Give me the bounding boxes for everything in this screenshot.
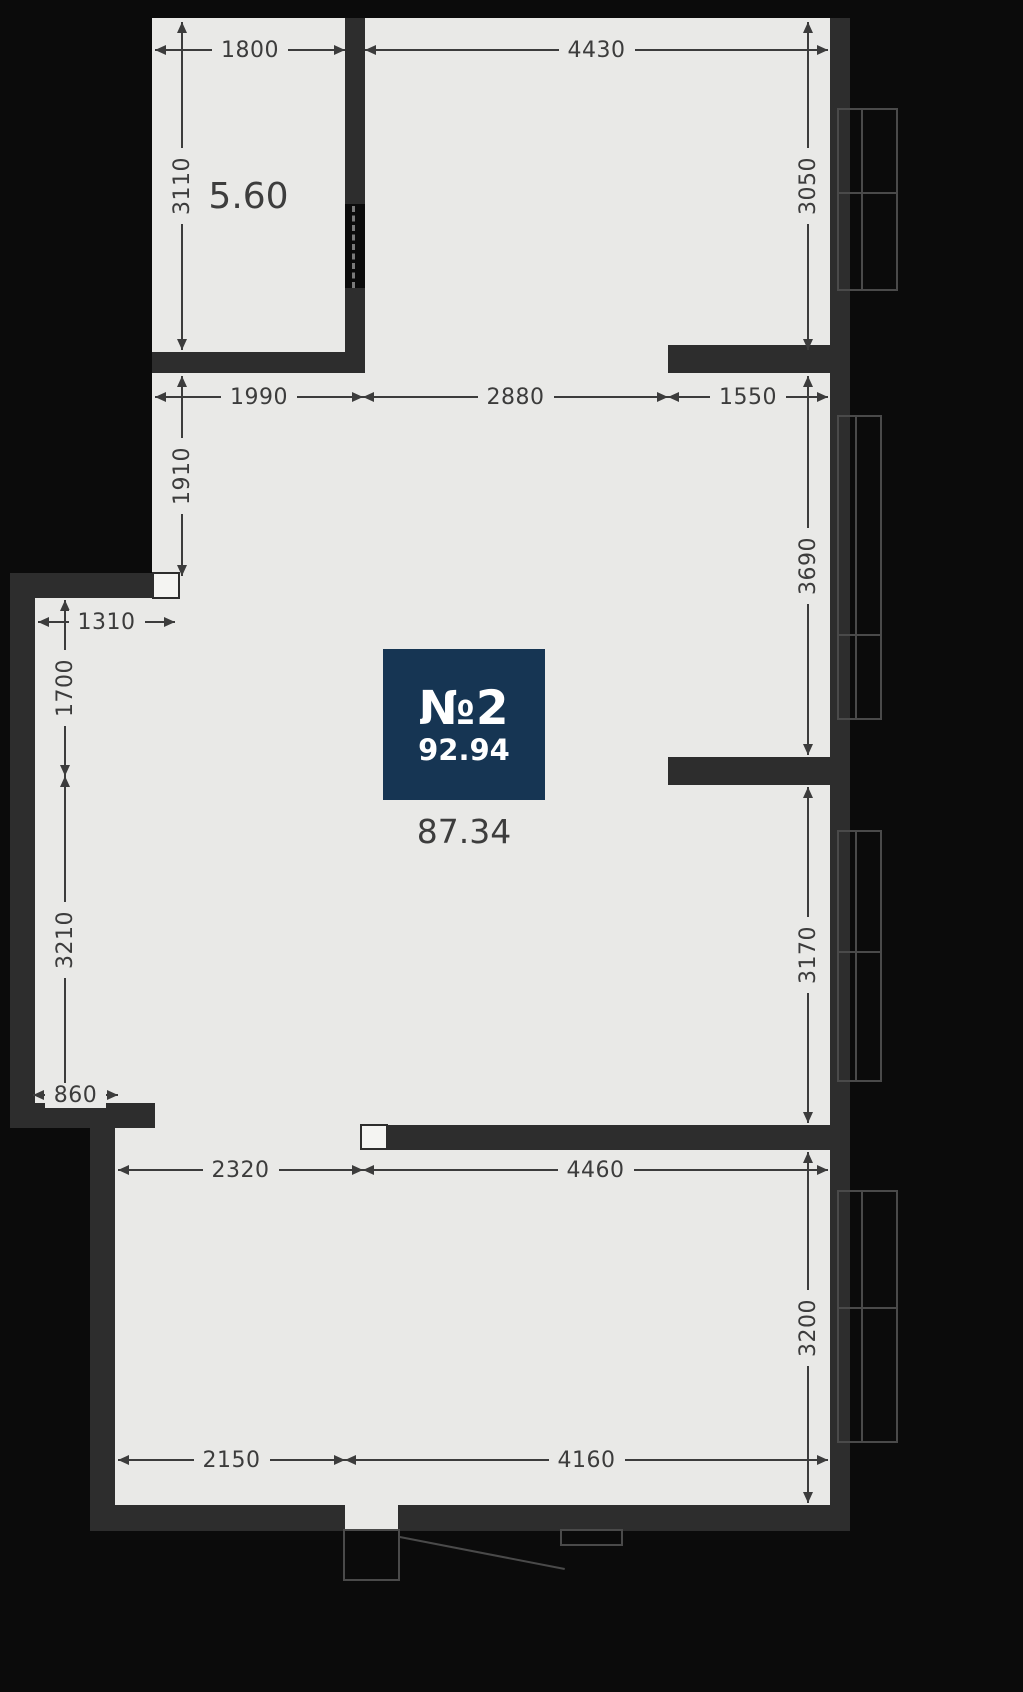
glazing-line <box>839 633 880 636</box>
wall <box>668 757 830 785</box>
entry-door <box>343 1529 400 1581</box>
glazing-line <box>855 832 858 1080</box>
dim-label: 3110 <box>169 148 195 224</box>
dim-860: 860 <box>33 1082 118 1108</box>
dim-label: 860 <box>44 1082 107 1108</box>
wall <box>388 1125 830 1150</box>
dim-label: 1310 <box>68 609 145 635</box>
dim-label: 1550 <box>710 384 786 410</box>
glazing-line <box>860 110 863 289</box>
dim-label: 1700 <box>52 650 78 726</box>
dim-2150: 2150 <box>118 1447 345 1473</box>
dim-2320: 2320 <box>118 1157 363 1183</box>
wall-bottom-outer <box>90 1505 830 1531</box>
window-glazing <box>560 1529 623 1546</box>
window-glazing <box>837 1190 898 1443</box>
window-glazing <box>837 415 882 720</box>
door-swing-line <box>399 1536 565 1571</box>
unit-total-area: 92.94 <box>418 732 510 767</box>
dim-label: 2880 <box>477 384 554 410</box>
dim-label: 2150 <box>193 1447 270 1473</box>
window-glazing <box>837 830 882 1082</box>
wall-left-outer <box>10 573 35 1128</box>
dim-3200: 3200 <box>793 1152 823 1503</box>
dim-label: 4430 <box>558 37 635 63</box>
dim-label: 1910 <box>169 438 195 514</box>
floor-room-bottom <box>115 1127 830 1507</box>
dim-label: 3690 <box>795 527 821 604</box>
dim-3050: 3050 <box>793 22 823 350</box>
wall-right-outer <box>830 18 850 1531</box>
dim-label: 4460 <box>557 1157 634 1183</box>
dim-4430: 4430 <box>365 37 828 63</box>
unit-number: №2 <box>418 680 510 736</box>
window-glazing <box>837 108 898 291</box>
dim-label: 3170 <box>795 917 821 993</box>
wall <box>345 288 365 373</box>
dim-label: 3210 <box>52 901 78 978</box>
dim-label: 1800 <box>212 37 288 63</box>
dim-label: 3200 <box>795 1289 821 1366</box>
balcony-door-dashed-line <box>352 206 355 288</box>
dim-3210: 3210 <box>50 776 80 1103</box>
dim-2880: 2880 <box>363 384 668 410</box>
dim-label: 1990 <box>221 384 297 410</box>
column-marker <box>360 1124 388 1150</box>
wall <box>152 352 365 373</box>
dim-3690: 3690 <box>793 376 823 755</box>
dim-4160: 4160 <box>345 1447 828 1473</box>
glazing-line <box>839 951 880 954</box>
dim-label: 4160 <box>548 1447 625 1473</box>
dim-1910: 1910 <box>167 376 197 576</box>
glazing-line <box>860 1192 863 1441</box>
dim-3170: 3170 <box>793 787 823 1123</box>
dim-4460: 4460 <box>363 1157 828 1183</box>
glazing-line <box>855 417 858 718</box>
dim-label: 2320 <box>202 1157 279 1183</box>
unit-badge: №2 92.94 <box>383 649 545 800</box>
column-marker <box>152 572 180 599</box>
glazing-line <box>839 1306 896 1309</box>
balcony-area-label: 5.60 <box>208 176 289 217</box>
wall <box>90 1128 115 1531</box>
glazing-line <box>839 192 896 195</box>
dim-label: 3050 <box>795 148 821 224</box>
living-area-label: 87.34 <box>416 812 512 851</box>
floor-room-top <box>365 18 830 374</box>
dim-3110: 3110 <box>167 22 197 350</box>
door-opening <box>345 1505 398 1531</box>
wall <box>345 18 365 204</box>
